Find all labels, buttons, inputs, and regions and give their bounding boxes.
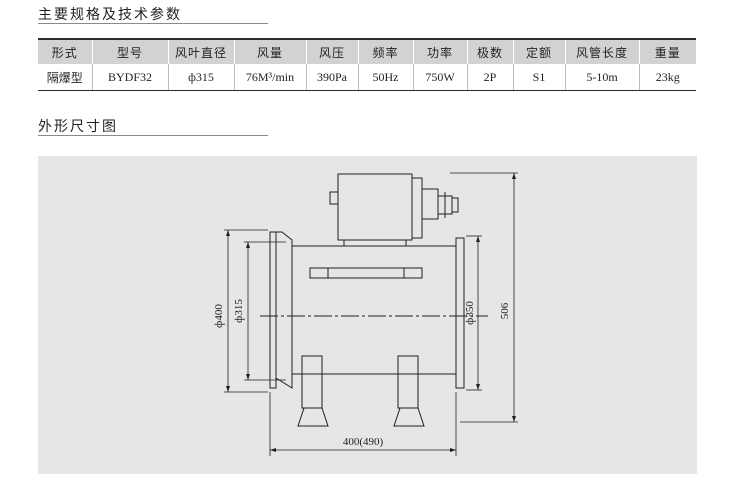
table-cell: 750W <box>412 64 467 91</box>
motor-box <box>329 173 459 247</box>
table-cell: BYDF32 <box>91 64 168 91</box>
support-legs <box>297 355 425 427</box>
dim-label-length: 400(490) <box>343 436 384 448</box>
table-cell: ф315 <box>167 64 234 91</box>
dim-label-height: 506 <box>499 302 511 319</box>
header-cell-duct-length: 风管长度 <box>564 38 639 64</box>
table-cell: S1 <box>512 64 565 91</box>
header-cell-blade-diameter: 风叶直径 <box>167 38 234 64</box>
header-cell-air-pressure: 风压 <box>305 38 358 64</box>
header-cell-rating: 定额 <box>512 38 565 64</box>
table-row: 隔爆型 BYDF32 ф315 76M³/min 390Pa 50Hz 750W… <box>38 64 696 91</box>
section-divider <box>38 23 268 24</box>
dimension-lines <box>224 172 518 456</box>
table-cell: 76M³/min <box>233 64 306 91</box>
table-cell: 2P <box>466 64 513 91</box>
table-cell: 隔爆型 <box>38 64 92 91</box>
table-header-row: 形式 型号 风叶直径 风量 风压 频率 功率 极数 定额 风管长度 重量 <box>38 38 696 64</box>
dim-label-inner-diameter: ф315 <box>233 299 245 323</box>
table-cell: 5-10m <box>564 64 639 91</box>
dim-label-outer-diameter: ф400 <box>213 304 225 328</box>
section-title-dimensions: 外形尺寸图 <box>38 119 118 135</box>
dimension-drawing-panel: ф400 ф315 ф350 506 400(490) <box>38 156 697 474</box>
dim-label-flange-diameter: ф350 <box>464 301 476 325</box>
fan-outline-drawing: ф400 ф315 ф350 506 400(490) <box>213 172 518 456</box>
header-cell-air-volume: 风量 <box>233 38 306 64</box>
duct-body <box>269 231 465 389</box>
header-cell-frequency: 频率 <box>357 38 413 64</box>
spec-table: 形式 型号 风叶直径 风量 风压 频率 功率 极数 定额 风管长度 重量 隔爆型… <box>38 38 696 91</box>
header-cell-poles: 极数 <box>466 38 513 64</box>
table-cell: 50Hz <box>357 64 413 91</box>
table-cell: 390Pa <box>305 64 358 91</box>
section-divider <box>38 135 268 136</box>
header-cell-type: 形式 <box>38 38 92 64</box>
header-cell-power: 功率 <box>412 38 467 64</box>
section-title-specs: 主要规格及技术参数 <box>38 7 182 23</box>
dimension-arrows <box>226 173 516 452</box>
header-cell-weight: 重量 <box>638 38 696 64</box>
header-cell-model: 型号 <box>91 38 168 64</box>
table-cell: 23kg <box>638 64 696 91</box>
